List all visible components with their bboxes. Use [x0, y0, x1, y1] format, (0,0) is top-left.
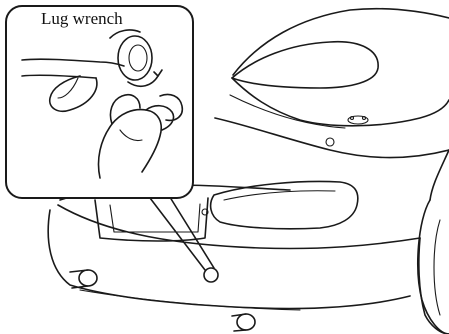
- lug-wrench-label: Lug wrench: [38, 9, 126, 29]
- rear-wheel: [418, 200, 449, 334]
- bumper-lower: [80, 290, 300, 310]
- body-side: [430, 150, 449, 200]
- tail-light: [211, 182, 358, 229]
- emblem-dot-left: [351, 117, 354, 120]
- tail-light-highlight: [224, 191, 335, 200]
- exhaust-right: [237, 314, 255, 330]
- emblem-dot-right: [363, 117, 366, 120]
- trunk-lock: [326, 138, 334, 146]
- rear-window: [232, 42, 378, 88]
- trunk-seam: [230, 95, 345, 128]
- rear-wheel-inner: [434, 220, 440, 315]
- exhaust-left: [79, 270, 97, 286]
- license-inner: [110, 204, 200, 232]
- attachment-point: [204, 268, 218, 282]
- inset-callout-box: [6, 6, 193, 198]
- trunk-lid-edge: [215, 118, 449, 158]
- bumper-top: [58, 205, 420, 249]
